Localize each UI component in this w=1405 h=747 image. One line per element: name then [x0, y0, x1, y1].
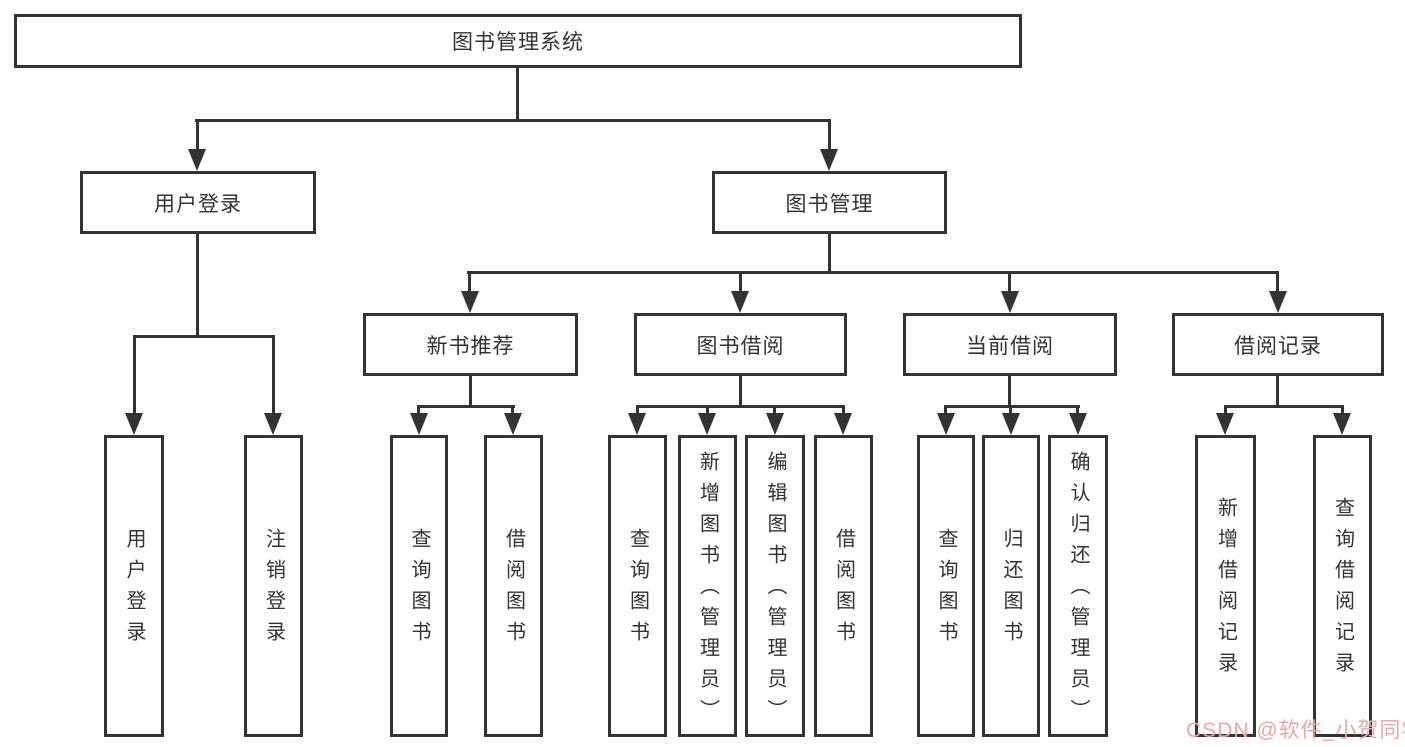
connector-stub-current-borrow — [1008, 271, 1011, 293]
arrow-to-borrow-records-icon — [1269, 291, 1287, 313]
connector-current-borrow-rail — [944, 405, 1080, 408]
arrow-to-bb-add-icon — [698, 413, 716, 435]
connector-book-management-trunk — [828, 234, 831, 274]
leaf-nbr-query-books: 查询图书 — [390, 435, 448, 737]
arrow-to-cb-return-icon — [1002, 413, 1020, 435]
connector-book-borrow-trunk — [739, 376, 742, 407]
arrow-to-bb-borrow-icon — [834, 413, 852, 435]
connector-stub-bb-add — [706, 405, 709, 415]
leaf-bb-add-book-admin: 新增图书（管理员） — [678, 435, 737, 737]
arrow-to-new-book-recommend-icon — [461, 291, 479, 313]
arrow-to-book-management-icon — [820, 149, 838, 171]
leaf-br-add-record: 新增借阅记录 — [1195, 435, 1256, 737]
connector-stub-cb-query — [944, 405, 947, 415]
connector-stub-br-add — [1224, 405, 1227, 415]
connector-stub-bb-query — [636, 405, 639, 415]
connector-user-login-trunk — [196, 234, 199, 338]
node-root: 图书管理系统 — [14, 14, 1022, 68]
connector-stub-borrow-records — [1276, 271, 1279, 293]
arrow-to-leaf-login-icon — [125, 413, 143, 435]
connector-stub-bb-borrow — [842, 405, 845, 415]
connector-stub-nbr-borrow — [511, 405, 514, 415]
connector-stub-user-login — [196, 119, 199, 151]
leaf-br-query-record: 查询借阅记录 — [1313, 435, 1372, 737]
arrow-to-bb-edit-icon — [766, 413, 784, 435]
connector-level3-rail — [467, 271, 1279, 274]
connector-book-borrow-rail — [636, 405, 845, 408]
leaf-bb-borrow-books: 借阅图书 — [814, 435, 873, 737]
arrow-to-nbr-borrow-icon — [504, 413, 522, 435]
node-new-book-recommend: 新书推荐 — [363, 313, 578, 376]
connector-stub-leaf-login — [133, 335, 136, 415]
arrow-to-br-query-icon — [1333, 413, 1351, 435]
leaf-cb-confirm-return-admin: 确认归还（管理员） — [1048, 435, 1108, 737]
connector-current-borrow-trunk — [1008, 376, 1011, 407]
node-current-borrow: 当前借阅 — [903, 313, 1117, 376]
connector-stub-nbr-query — [417, 405, 420, 415]
watermark-text: CSDN @软件_小贺同学 — [1186, 719, 1405, 742]
leaf-bb-edit-book-admin: 编辑图书（管理员） — [745, 435, 805, 737]
leaf-cb-query-books: 查询图书 — [917, 435, 975, 737]
arrow-to-current-borrow-icon — [1001, 291, 1019, 313]
node-book-borrow: 图书借阅 — [634, 313, 847, 376]
node-borrow-records: 借阅记录 — [1172, 313, 1384, 376]
connector-stub-leaf-logout — [272, 335, 275, 415]
arrow-to-book-borrow-icon — [731, 291, 749, 313]
arrow-to-user-login-icon — [188, 149, 206, 171]
arrow-to-cb-confirm-icon — [1069, 413, 1087, 435]
connector-borrow-records-trunk — [1276, 376, 1279, 407]
arrow-to-bb-query-icon — [628, 413, 646, 435]
connector-root-trunk — [516, 68, 519, 121]
connector-user-login-rail — [133, 335, 275, 338]
arrow-to-cb-query-icon — [937, 413, 955, 435]
leaf-user-login: 用户登录 — [104, 435, 164, 737]
connector-stub-cb-confirm — [1076, 405, 1079, 415]
leaf-cb-return-books: 归还图书 — [982, 435, 1040, 737]
connector-stub-book-management — [828, 119, 831, 151]
node-user-login: 用户登录 — [80, 171, 316, 234]
arrow-to-leaf-logout-icon — [264, 413, 282, 435]
leaf-nbr-borrow-books: 借阅图书 — [484, 435, 543, 737]
connector-level2-rail — [195, 119, 831, 122]
arrow-to-nbr-query-icon — [410, 413, 428, 435]
connector-new-book-recommend-trunk — [469, 376, 472, 407]
node-book-management: 图书管理 — [712, 171, 947, 234]
arrow-to-br-add-icon — [1216, 413, 1234, 435]
connector-stub-book-borrow — [739, 271, 742, 293]
connector-stub-new-book-recommend — [468, 271, 471, 293]
connector-stub-br-query — [1341, 405, 1344, 415]
connector-new-book-recommend-rail — [417, 405, 515, 408]
connector-stub-bb-edit — [773, 405, 776, 415]
leaf-bb-query-books: 查询图书 — [608, 435, 667, 737]
connector-borrow-records-rail — [1224, 405, 1344, 408]
leaf-logout: 注销登录 — [244, 435, 303, 737]
connector-stub-cb-return — [1009, 405, 1012, 415]
